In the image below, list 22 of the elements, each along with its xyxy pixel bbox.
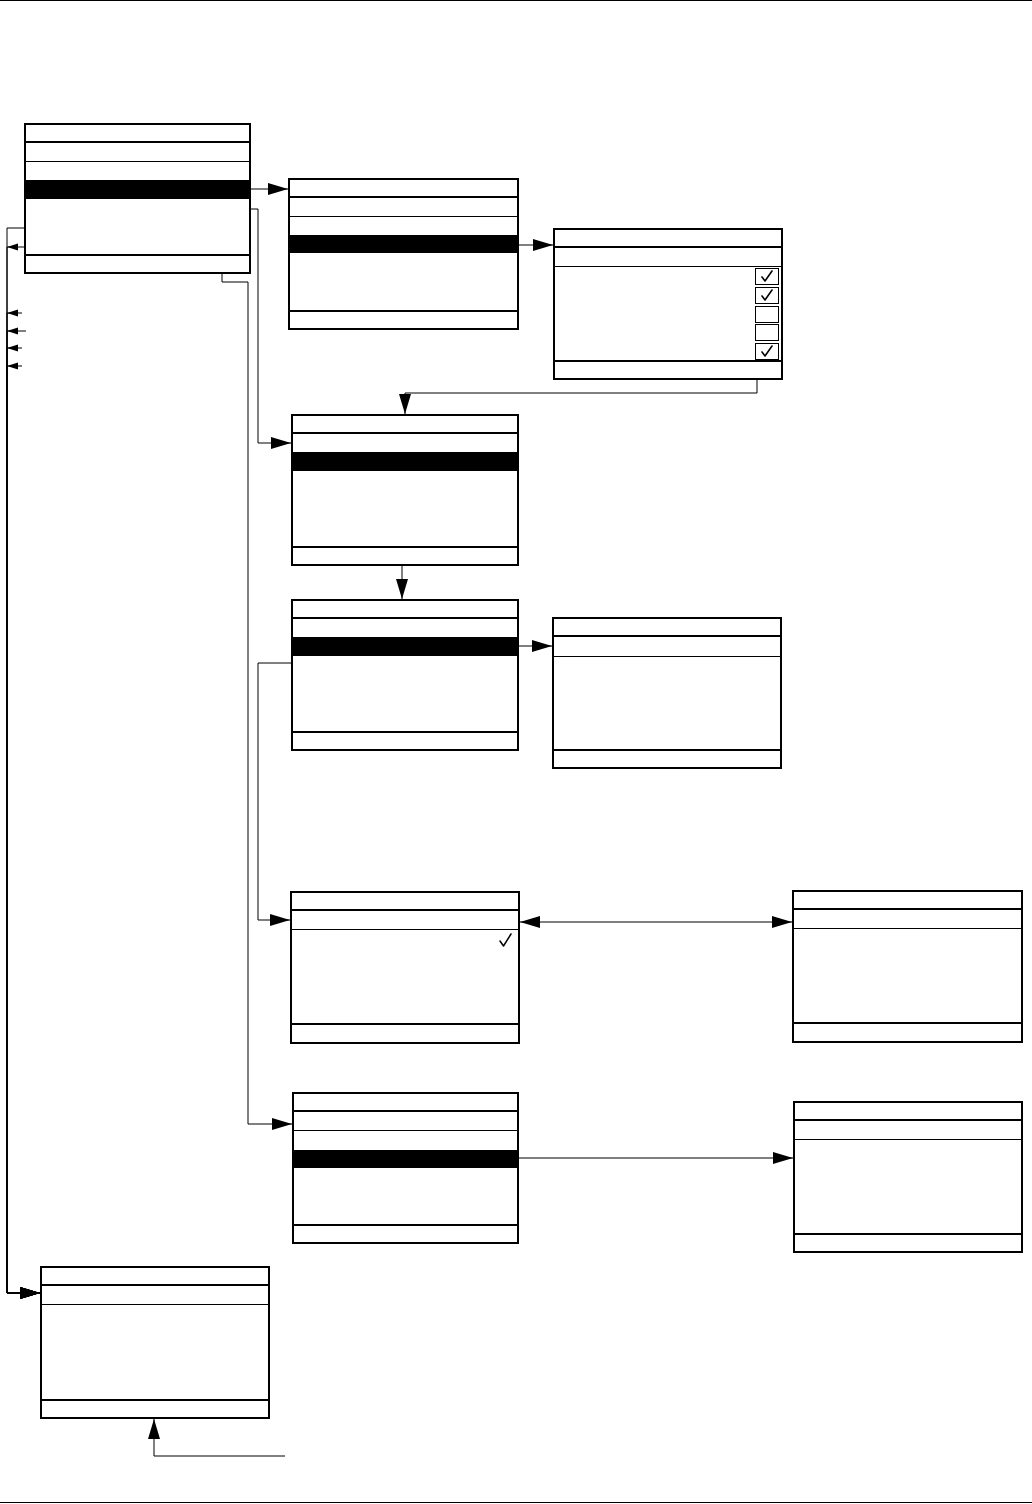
arrow <box>250 183 289 195</box>
menu-screen <box>24 123 251 274</box>
arrow <box>221 273 293 1130</box>
arrow <box>148 1418 286 1457</box>
arrow <box>396 565 408 600</box>
menu-screen <box>793 1101 1023 1253</box>
menu-screen <box>290 891 520 1044</box>
arrow <box>518 239 554 251</box>
arrow <box>250 208 292 449</box>
menu-screen <box>792 890 1023 1043</box>
arrow <box>518 640 553 652</box>
menu-screen <box>553 228 783 380</box>
arrow <box>518 1152 794 1164</box>
menu-screen <box>40 1266 270 1419</box>
menu-screen <box>291 414 519 566</box>
menu-screen <box>552 617 782 769</box>
menu-screen <box>292 1092 519 1244</box>
arrow <box>399 379 758 415</box>
arrow <box>257 662 292 926</box>
double-arrow <box>519 916 793 928</box>
menu-screen <box>288 178 519 330</box>
menu-screen <box>291 599 519 751</box>
